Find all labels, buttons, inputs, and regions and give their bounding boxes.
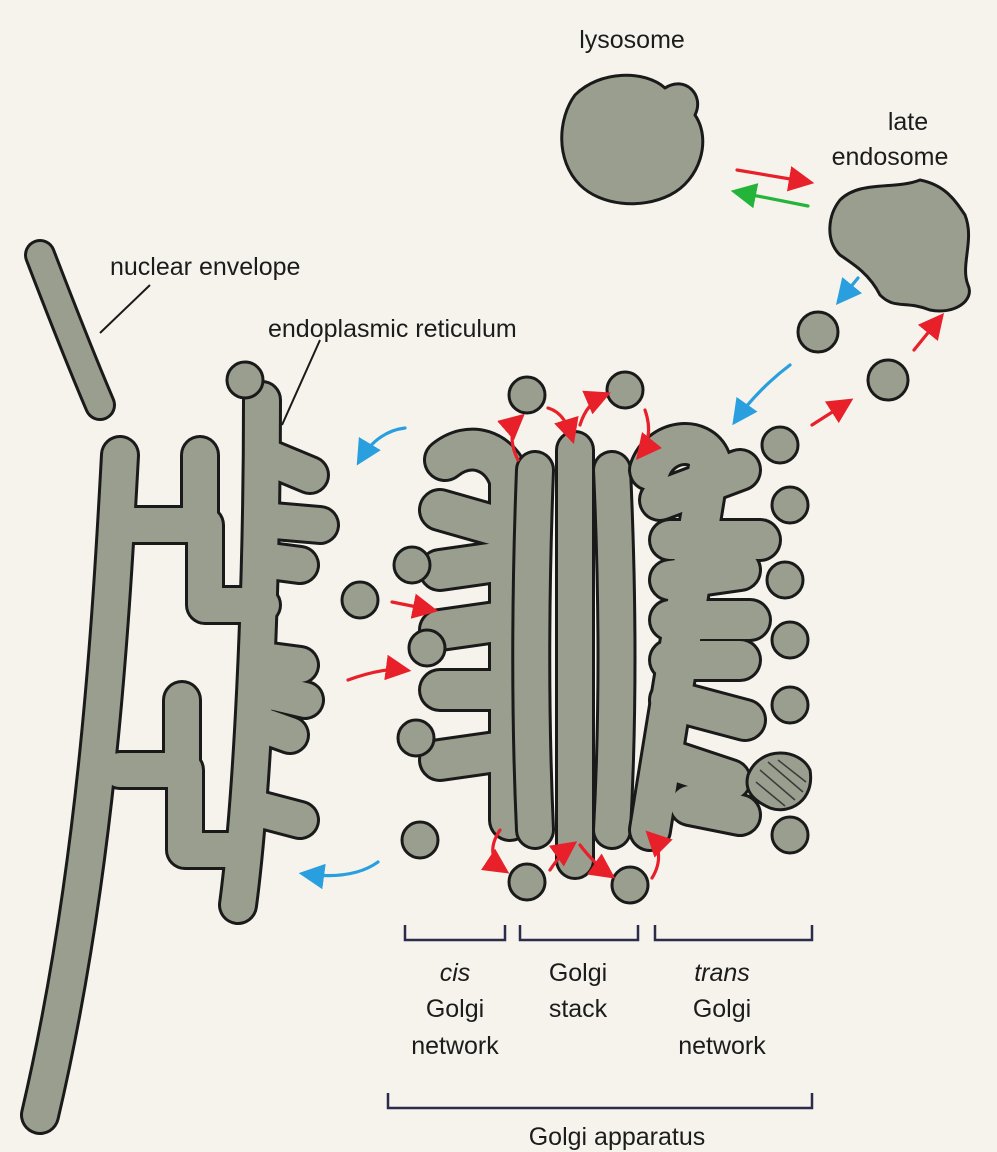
vesicle — [607, 372, 643, 408]
trans-label: trans — [694, 959, 750, 987]
vesicle — [227, 362, 263, 398]
trans-golgi-label: Golgi — [693, 995, 751, 1023]
cis-label: cis — [440, 959, 471, 987]
golgi-apparatus-bracket — [388, 1093, 812, 1108]
stack-bracket — [520, 925, 638, 940]
endoplasmic-reticulum-label: endoplasmic reticulum — [268, 315, 517, 343]
vesicle — [402, 822, 438, 858]
stack-golgi-label: Golgi — [549, 959, 607, 987]
cis-golgi-network — [440, 450, 510, 820]
stack-label: stack — [549, 995, 608, 1023]
vesicle — [509, 864, 545, 900]
lysosome — [562, 75, 703, 203]
nuclear-envelope-leader — [100, 285, 150, 333]
late-endosome-label-line1: late — [888, 108, 928, 136]
cis-bracket — [405, 925, 505, 940]
vesicle — [398, 720, 434, 756]
lysosome-label: lysosome — [579, 26, 685, 54]
nuclear-envelope-label: nuclear envelope — [110, 253, 300, 281]
vesicle — [342, 582, 378, 618]
cis-network-label: network — [411, 1032, 499, 1060]
late-endosome — [830, 180, 970, 311]
endoplasmic-reticulum — [40, 400, 320, 1115]
vesicle — [798, 312, 838, 352]
trans-network-label: network — [678, 1032, 766, 1060]
vesicle — [509, 377, 545, 413]
vesicle — [409, 630, 445, 666]
vesicle — [772, 687, 808, 723]
vesicle — [767, 562, 803, 598]
trans-bracket — [655, 925, 812, 940]
nuclear-envelope — [40, 255, 100, 405]
vesicle — [612, 867, 648, 903]
cis-golgi-label: Golgi — [426, 995, 484, 1023]
vesicle — [394, 547, 430, 583]
golgi-stack — [531, 450, 616, 860]
vesicle — [762, 427, 798, 463]
vesicle — [772, 622, 808, 658]
vesicle — [868, 360, 908, 400]
vesicle — [772, 487, 808, 523]
lysosome-return-arrow — [737, 192, 808, 206]
vesicle — [772, 817, 808, 853]
endoplasmic-reticulum-leader — [282, 340, 320, 425]
golgi-apparatus-label: Golgi apparatus — [529, 1123, 706, 1151]
late-endosome-label-line2: endosome — [832, 143, 949, 171]
